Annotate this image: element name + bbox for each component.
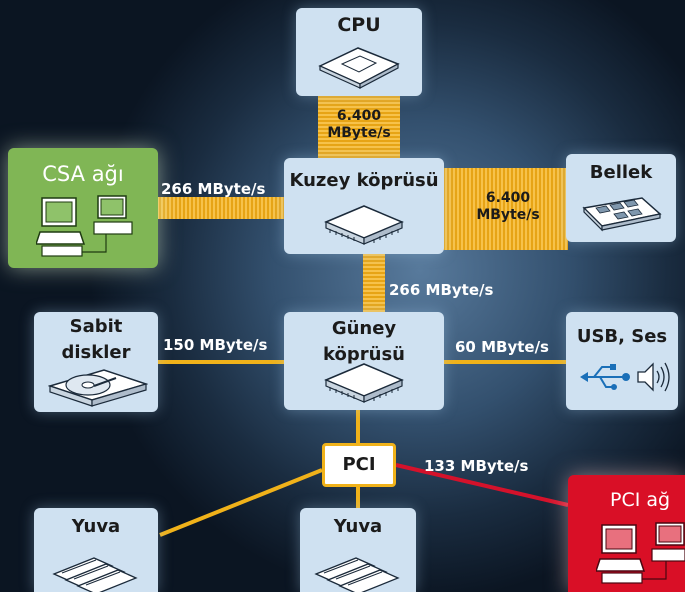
slot-center-node: Yuva: [300, 508, 416, 592]
north-memory-speed: 6.400 MByte/s: [458, 190, 558, 224]
pci-to-left-slot-line: [159, 468, 323, 537]
slot-center-label: Yuva: [333, 516, 383, 537]
pci-to-network-line: [395, 463, 569, 507]
north-south-speed: 266 MByte/s: [389, 281, 494, 299]
north-memory-speed-line1: 6.400: [485, 190, 531, 206]
pci-network-speed: 133 MByte/s: [424, 457, 529, 475]
hard-disks-label-line1: Sabit: [69, 316, 123, 337]
south-bridge-label-line1: Güney: [331, 318, 397, 339]
cpu-label: CPU: [337, 14, 381, 36]
pci-network-node: PCI ağ: [568, 475, 685, 592]
chipset-icon: [324, 363, 404, 403]
north-south-bus: [363, 254, 385, 314]
usb-icon: [580, 364, 630, 390]
pci-bus-node: PCI: [322, 443, 396, 487]
speaker-icon: [637, 362, 670, 392]
north-memory-bus: [443, 168, 568, 250]
cpu-north-speed-line1: 6.400: [336, 108, 382, 124]
pci-bus-label: PCI: [342, 454, 376, 475]
csa-network-node: CSA ağı: [8, 148, 158, 268]
memory-module-icon: [582, 197, 662, 232]
memory-label: Bellek: [589, 162, 653, 183]
north-bridge-label: Kuzey köprüsü: [289, 170, 439, 191]
usb-audio-label: USB, Ses: [576, 326, 668, 347]
processor-icon: [318, 47, 400, 89]
usb-audio-node: USB, Ses: [566, 312, 678, 410]
slot-left-node: Yuva: [34, 508, 158, 592]
south-usb-speed: 60 MByte/s: [455, 338, 549, 356]
csa-north-speed: 266 MByte/s: [161, 180, 266, 198]
cpu-node: CPU: [296, 8, 422, 96]
csa-network-label: CSA ağı: [42, 162, 124, 186]
csa-north-bus: [155, 197, 285, 219]
hard-disks-label-line2: diskler: [61, 342, 131, 363]
expansion-slot-icon: [314, 557, 400, 592]
cpu-north-speed-line2: MByte/s: [327, 125, 391, 141]
chipset-icon: [324, 205, 404, 245]
cpu-north-bus: [318, 96, 400, 158]
hard-disk-icon: [48, 369, 148, 407]
south-bridge-label-line2: köprüsü: [323, 344, 405, 365]
slot-left-label: Yuva: [71, 516, 121, 537]
north-bridge-node: Kuzey köprüsü: [284, 158, 444, 254]
computers-icon: [36, 195, 133, 257]
computers-icon: [596, 522, 685, 584]
north-memory-speed-line2: MByte/s: [476, 207, 540, 223]
cpu-north-speed: 6.400 MByte/s: [318, 108, 400, 142]
pci-network-label: PCI ağ: [610, 489, 671, 511]
memory-node: Bellek: [566, 154, 676, 242]
south-bridge-node: Güney köprüsü: [284, 312, 444, 410]
disks-south-speed: 150 MByte/s: [163, 336, 268, 354]
hard-disks-node: Sabit diskler: [34, 312, 158, 412]
expansion-slot-icon: [52, 557, 138, 592]
